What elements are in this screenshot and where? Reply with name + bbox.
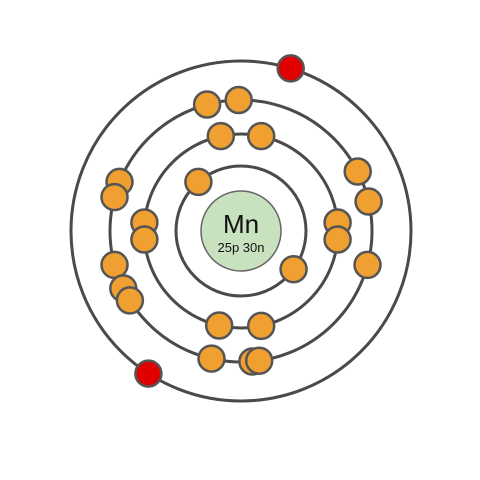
valence-electron-2	[134, 359, 163, 388]
electron-shell-4	[69, 59, 413, 403]
electron-shell2-7	[206, 121, 236, 151]
electron-shell3-13	[244, 346, 274, 375]
electron-shell3-10	[100, 250, 129, 280]
nucleus: Mn 25p 30n	[200, 190, 282, 272]
electron-shell3-9	[100, 182, 129, 212]
electron-shell3-12	[115, 286, 145, 315]
electron-shell2-8	[246, 121, 276, 151]
electron-shell2-1	[204, 311, 234, 340]
electron-shell-1	[174, 164, 308, 298]
electron-shell3-5	[343, 157, 372, 186]
electron-shell2-6	[130, 225, 159, 254]
electron-shell1-1	[184, 167, 213, 197]
electron-shell3-3	[353, 250, 382, 280]
nucleus-circle	[200, 190, 282, 272]
electron-shell3-7	[192, 90, 222, 119]
element-symbol: Mn	[223, 209, 259, 239]
electron-shell3-6	[224, 85, 253, 115]
valence-electron-1	[276, 54, 305, 83]
electron-shell3-1	[197, 344, 226, 373]
nucleus-composition: 25p 30n	[218, 240, 265, 255]
electron-shell2-4	[323, 225, 352, 254]
electron-shell2-2	[246, 311, 276, 341]
electron-shell3-4	[354, 187, 383, 216]
electron-shell1-2	[279, 254, 308, 284]
electrons-layer	[100, 54, 383, 388]
